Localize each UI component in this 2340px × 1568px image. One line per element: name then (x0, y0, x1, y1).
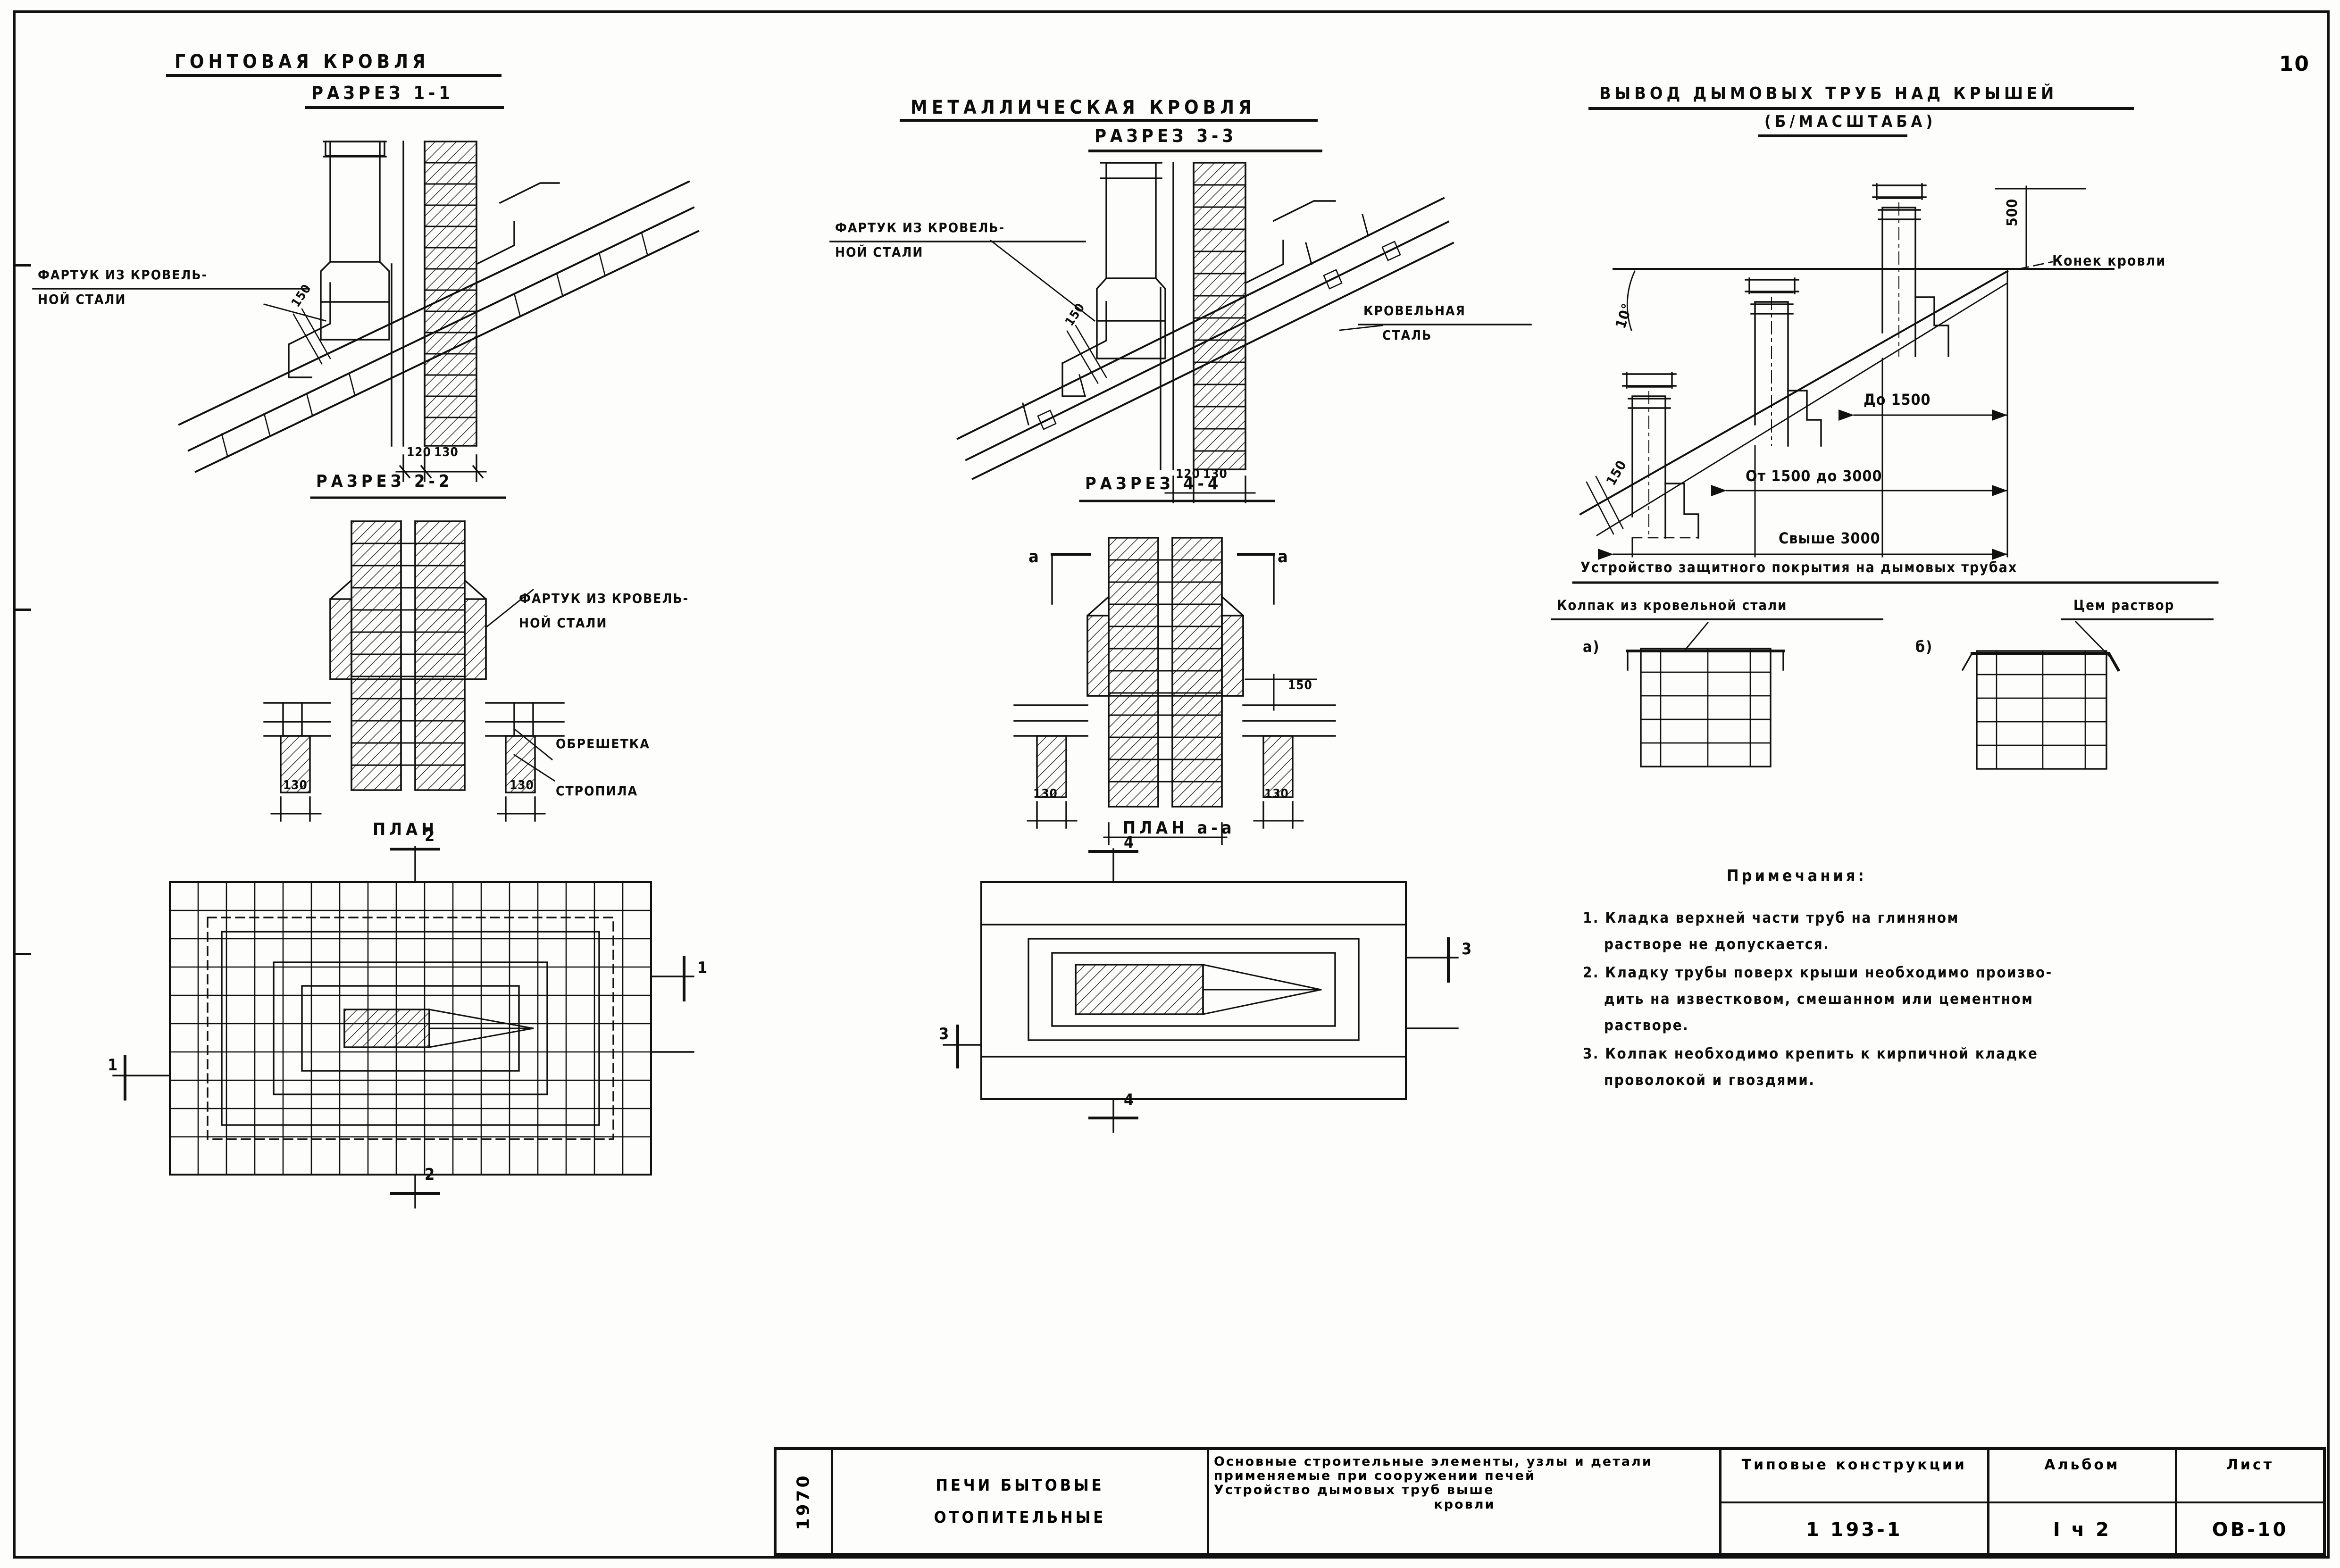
middle-apron-label-1: ФАРТУК ИЗ КРОВЕЛЬ- (835, 220, 1005, 235)
right-panel-title: ВЫВОД ДЫМОВЫХ ТРУБ НАД КРЫШЕЙ (1599, 84, 2058, 103)
title-block-series-cell: Типовые конструкции 1 193-1 (1721, 1450, 1989, 1553)
title-block-desc-line2: применяемые при сооружении печей (1213, 1468, 1536, 1484)
left-dim-120: 120 (407, 445, 431, 459)
title-block-album-cell: Альбом I ч 2 (1989, 1450, 2178, 1553)
left-plan-title: ПЛАН (373, 820, 438, 839)
left-section-mark-left: 1 (108, 1056, 118, 1075)
middle-panel-subtitle: РАЗРЕЗ 3-3 (1095, 125, 1237, 146)
left-section-2-2-title: РАЗРЕЗ 2-2 (316, 472, 453, 491)
right-dim-to-1500: До 1500 (1864, 391, 1931, 409)
title-block-sheet-cell: Лист ОВ-10 (2177, 1450, 2323, 1553)
note-item-1a: 1. Кладка верхней части труб на глиняном (1583, 909, 1959, 926)
middle-dim-120: 120 (1176, 467, 1200, 481)
title-block-album-divider (1989, 1501, 2175, 1503)
title-block-object-line1: ПЕЧИ БЫТОВЫЕ (936, 1476, 1104, 1495)
title-block-series-divider (1721, 1501, 1987, 1503)
middle-panel-title: МЕТАЛЛИЧЕСКАЯ КРОВЛЯ (911, 97, 1256, 118)
title-block-sheet-value: ОВ-10 (2212, 1519, 2289, 1541)
left-plan-dim-right: 130 (510, 778, 534, 792)
middle-dim-130-left: 130 (1033, 787, 1058, 801)
frame-tick-left-3 (13, 953, 31, 955)
note-item-1b: растворе не допускается. (1604, 936, 1830, 953)
middle-roof-steel-label-2: СТАЛЬ (1382, 327, 1432, 343)
left-panel-subtitle: РАЗРЕЗ 1-1 (311, 83, 454, 103)
title-block-album-value: I ч 2 (2053, 1519, 2111, 1541)
left-apron-label-2: НОЙ СТАЛИ (38, 292, 126, 307)
middle-apron-label-2: НОЙ СТАЛИ (835, 244, 924, 260)
title-block-year-cell: 1970 (777, 1450, 833, 1553)
frame-tick-left-2 (13, 609, 31, 611)
title-block: 1970 ПЕЧИ БЫТОВЫЕ ОТОПИТЕЛЬНЫЕ Основные … (774, 1447, 2326, 1556)
middle-roof-steel-label-1: КРОВЕЛЬНАЯ (1363, 303, 1466, 318)
left-section-mark-bottom: 2 (425, 1165, 435, 1184)
protective-cover-title: Устройство защитного покрытия на дымовых… (1580, 559, 2018, 576)
note-item-2c: растворе. (1604, 1017, 1689, 1034)
note-item-3b: проволокой и гвоздями. (1604, 1072, 1815, 1089)
title-block-object-line2: ОТОПИТЕЛЬНЫЕ (934, 1508, 1106, 1527)
title-block-series-value: 1 193-1 (1805, 1519, 1903, 1541)
note-item-3a: 3. Колпак необходимо крепить к кирпичной… (1583, 1045, 2039, 1062)
variant-b-label: б) (1915, 638, 1933, 656)
middle-section-mark-a-left: а (1028, 547, 1039, 567)
protective-cap-label: Колпак из кровельной стали (1557, 597, 1788, 613)
right-dim-1500-3000: От 1500 до 3000 (1746, 467, 1882, 485)
right-panel-subtitle: (Б/МАСШТАБА) (1764, 112, 1937, 131)
title-block-desc-line4: кровли (1434, 1497, 1496, 1512)
frame-tick-left-1 (13, 264, 31, 267)
left-plan-dim-left: 130 (283, 778, 308, 792)
variant-a-label: а) (1583, 638, 1600, 656)
left-apron-plan-label-2: НОЙ СТАЛИ (519, 615, 608, 631)
sheet-frame (13, 10, 2330, 1559)
left-apron-plan-label-1: ФАРТУК ИЗ КРОВЕЛЬ- (519, 591, 689, 606)
middle-dim-150-sec: 150 (1288, 678, 1312, 692)
title-block-object-cell: ПЕЧИ БЫТОВЫЕ ОТОПИТЕЛЬНЫЕ (833, 1450, 1209, 1553)
title-block-desc-cell: Основные строительные элементы, узлы и д… (1209, 1450, 1722, 1553)
title-block-album-head: Альбом (2044, 1457, 2120, 1473)
middle-section-mark-3-right: 3 (1462, 940, 1472, 959)
right-ridge-label: Конек кровли (2052, 253, 2166, 269)
middle-section-mark-4-bottom: 4 (1124, 1091, 1135, 1109)
note-item-2a: 2. Кладку трубы поверх крыши необходимо … (1583, 964, 2053, 981)
title-block-desc-line1: Основные строительные элементы, узлы и д… (1213, 1454, 1653, 1469)
notes-heading: Примечания: (1727, 867, 1867, 885)
right-dim-over-3000: Свыше 3000 (1779, 529, 1880, 547)
left-panel-title: ГОНТОВАЯ КРОВЛЯ (175, 51, 430, 73)
left-dim-130: 130 (434, 445, 459, 459)
middle-section-mark-a-right: а (1278, 547, 1288, 567)
title-block-year: 1970 (794, 1473, 814, 1530)
title-block-sheet-head: Лист (2226, 1457, 2274, 1473)
left-rafter-label: СТРОПИЛА (556, 783, 638, 799)
middle-dim-130-right: 130 (1264, 787, 1289, 801)
left-section-mark-top: 2 (425, 826, 435, 845)
page-number: 10 (2279, 52, 2310, 76)
note-item-2b: дить на известковом, смешанном или цемен… (1604, 991, 2034, 1008)
right-dim-500: 500 (2004, 198, 2021, 226)
left-lathing-label: ОБРЕШЕТКА (556, 736, 650, 751)
middle-section-mark-3-left: 3 (939, 1025, 950, 1043)
title-block-sheet-divider (2177, 1501, 2323, 1503)
left-apron-label-1: ФАРТУК ИЗ КРОВЕЛЬ- (38, 267, 208, 283)
title-block-desc-line3: Устройство дымовых труб выше (1213, 1483, 1495, 1498)
middle-section-mark-4-top: 4 (1124, 833, 1135, 852)
title-block-series-head: Типовые конструкции (1741, 1457, 1967, 1473)
middle-section-4-4-title: РАЗРЕЗ 4-4 (1085, 474, 1222, 493)
middle-plan-title: ПЛАН а-а (1123, 818, 1236, 838)
cement-mortar-label: Цем раствор (2073, 597, 2175, 613)
left-section-mark-right: 1 (697, 959, 708, 977)
middle-dim-130: 130 (1203, 467, 1228, 481)
